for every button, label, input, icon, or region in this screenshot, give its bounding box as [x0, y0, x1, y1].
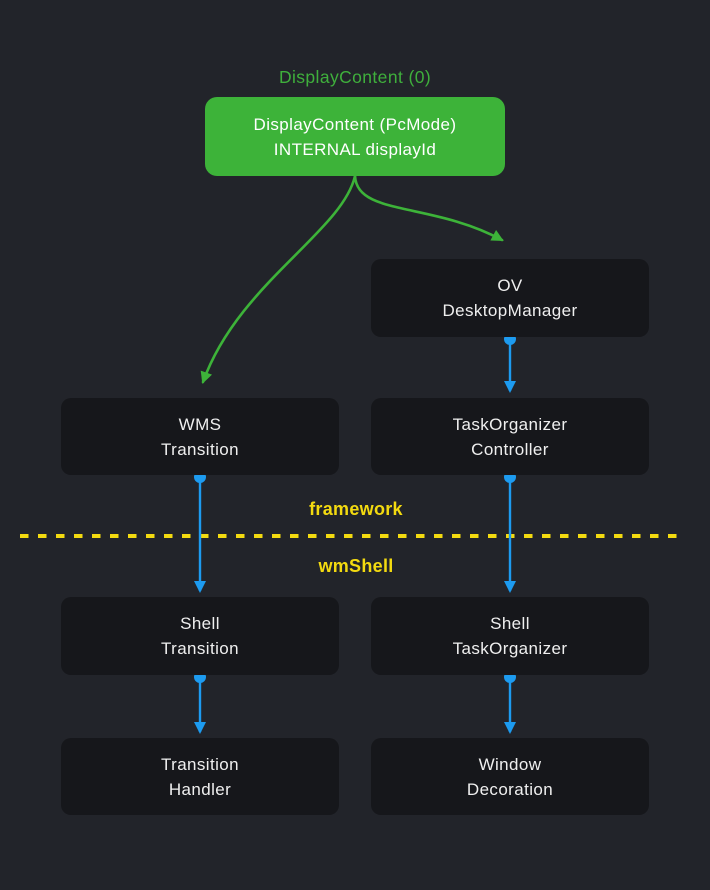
node-label-line: Controller — [471, 439, 549, 459]
node-ov-desktop-manager: OV DesktopManager — [371, 259, 649, 337]
node-label-line: DisplayContent (PcMode) — [253, 114, 457, 134]
node-label-line: Decoration — [466, 779, 554, 799]
node-label-line: TaskOrganizer — [452, 639, 568, 658]
node-label-line: Handler — [168, 779, 232, 799]
node-label-line: DesktopManager — [442, 301, 578, 320]
layer-label-framework: framework — [309, 499, 403, 519]
node-shell-transition: Shell Transition — [61, 597, 339, 675]
node-shell-taskorganizer: Shell TaskOrganizer — [371, 597, 649, 675]
node-label-line: Transition — [160, 639, 239, 658]
node-label-line: Window — [478, 754, 542, 774]
node-label-line: OV — [497, 276, 523, 295]
edge-displaycontent-to-wms-transition — [200, 174, 357, 384]
edge-displaycontent-to-ov-desktopmanager — [353, 174, 504, 242]
node-window-decoration: Window Decoration — [371, 738, 649, 815]
node-label-line: Shell — [180, 614, 220, 633]
node-label-line: WMS — [178, 414, 222, 434]
node-display-content: DisplayContent (PcMode) INTERNAL display… — [205, 97, 505, 176]
node-label-line: TaskOrganizer — [452, 414, 568, 434]
node-label-line: Transition — [160, 754, 239, 774]
node-wms-transition: WMS Transition — [61, 398, 339, 475]
diagram-title: DisplayContent (0) — [278, 67, 432, 87]
layer-label-wmshell: wmShell — [318, 556, 394, 576]
node-label-line: Transition — [160, 439, 239, 459]
node-label-line: INTERNAL displayId — [273, 139, 437, 159]
node-taskorganizer-controller: TaskOrganizer Controller — [371, 398, 649, 475]
node-transition-handler: Transition Handler — [61, 738, 339, 815]
node-label-line: Shell — [490, 614, 530, 633]
